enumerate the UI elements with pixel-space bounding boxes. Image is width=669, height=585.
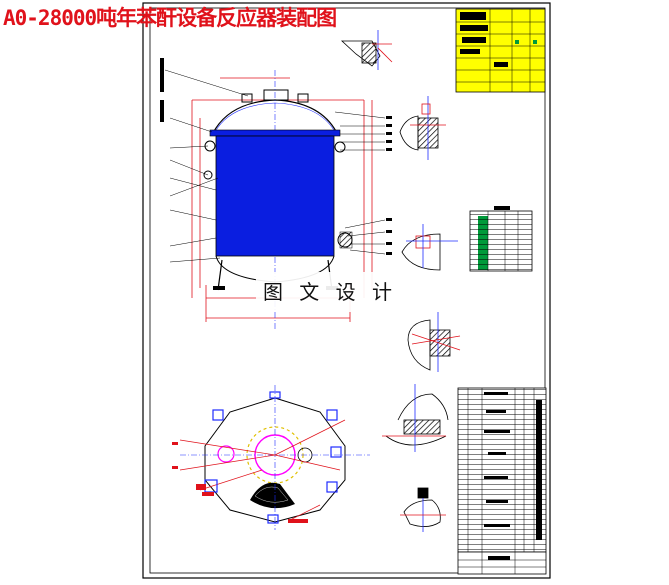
watermark: 图 文 设 计 bbox=[256, 272, 404, 312]
inner-border bbox=[149, 7, 546, 574]
detail-view-3 bbox=[407, 312, 461, 372]
detail-view-4 bbox=[382, 384, 449, 452]
detail-view-1 bbox=[399, 96, 446, 160]
title-block bbox=[455, 8, 546, 93]
detail-view-2 bbox=[401, 224, 458, 271]
vessel-body bbox=[215, 135, 335, 257]
plan-view bbox=[172, 385, 370, 530]
parts-list bbox=[457, 387, 547, 575]
drawing-title: A0-28000吨年苯酐设备反应器装配图 bbox=[3, 6, 337, 30]
detail-view-5 bbox=[400, 487, 446, 532]
cone-detail bbox=[340, 30, 393, 70]
reactor-elevation bbox=[160, 58, 392, 330]
nozzle-table bbox=[469, 206, 533, 272]
sheet-border bbox=[142, 2, 551, 579]
